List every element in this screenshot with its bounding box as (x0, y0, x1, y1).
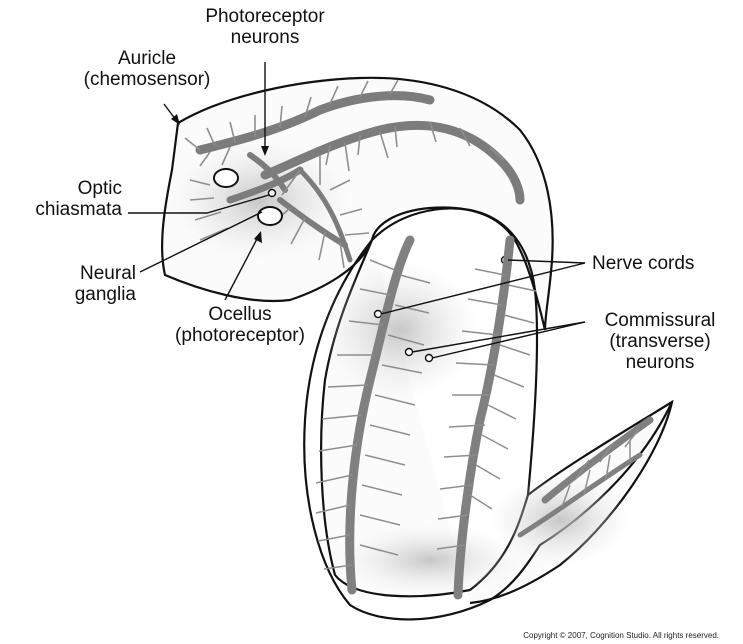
marker-optic-chiasmata (269, 190, 276, 197)
marker-commissural-b (426, 355, 433, 362)
label-photoreceptor-neurons: Photoreceptor neurons (180, 6, 350, 48)
label-optic-chiasmata: Optic chiasmata (10, 178, 122, 220)
label-commissural-neurons: Commissural (transverse) neurons (585, 310, 735, 373)
marker-nerve-cord-left (375, 311, 382, 318)
copyright-notice: Copyright © 2007, Cognition Studio. All … (523, 631, 719, 640)
left-ocellus (214, 169, 238, 187)
shade-body-mid (320, 260, 480, 400)
shade-bottom (340, 525, 520, 595)
label-nerve-cords: Nerve cords (592, 253, 694, 274)
label-neural-ganglia: Neural ganglia (10, 263, 136, 305)
label-ocellus: Ocellus (photoreceptor) (150, 304, 330, 346)
right-ocellus (258, 207, 282, 225)
marker-commissural-a (406, 349, 413, 356)
label-auricle: Auricle (chemosensor) (62, 48, 232, 90)
